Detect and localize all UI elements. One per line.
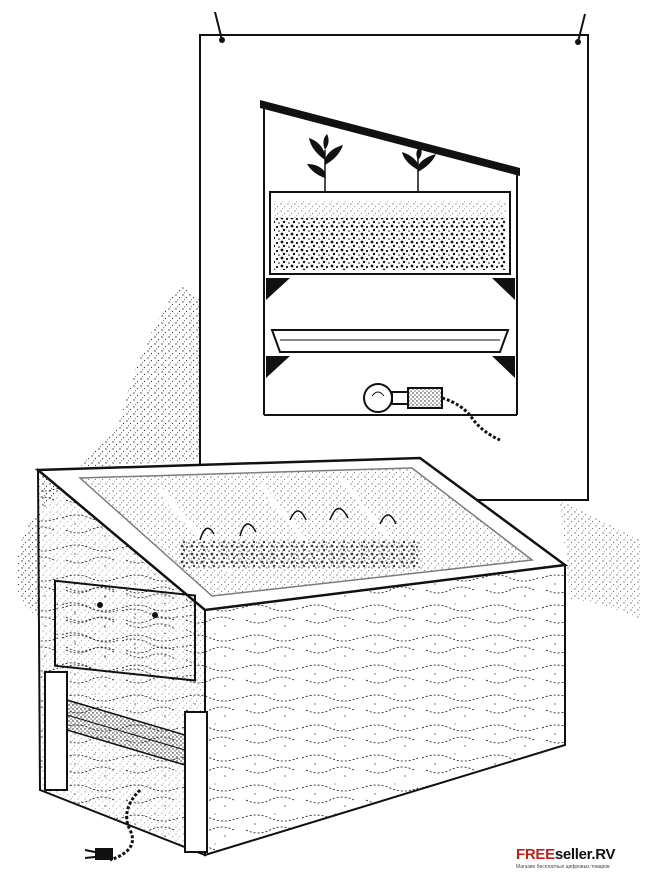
power-plug-icon <box>84 788 142 862</box>
light-bulb-icon <box>363 383 501 442</box>
pin-left-icon <box>214 11 225 43</box>
freeseller-watermark: FREEseller.RV Магазин бесплатных цифровы… <box>516 846 636 870</box>
seedling-right-icon <box>402 146 436 192</box>
drawer-knob-icon <box>97 602 103 608</box>
watermark-brand: FREEseller.RV <box>516 846 616 863</box>
wall-poster <box>199 11 589 501</box>
seedling-box <box>34 456 569 862</box>
cross-section-diagram <box>260 100 520 442</box>
watermark-tagline: Магазин бесплатных цифровых товаров <box>516 864 610 870</box>
seedlings-under-glass <box>180 507 420 568</box>
pin-right-icon <box>575 13 586 45</box>
seedling-left-icon <box>307 134 343 192</box>
